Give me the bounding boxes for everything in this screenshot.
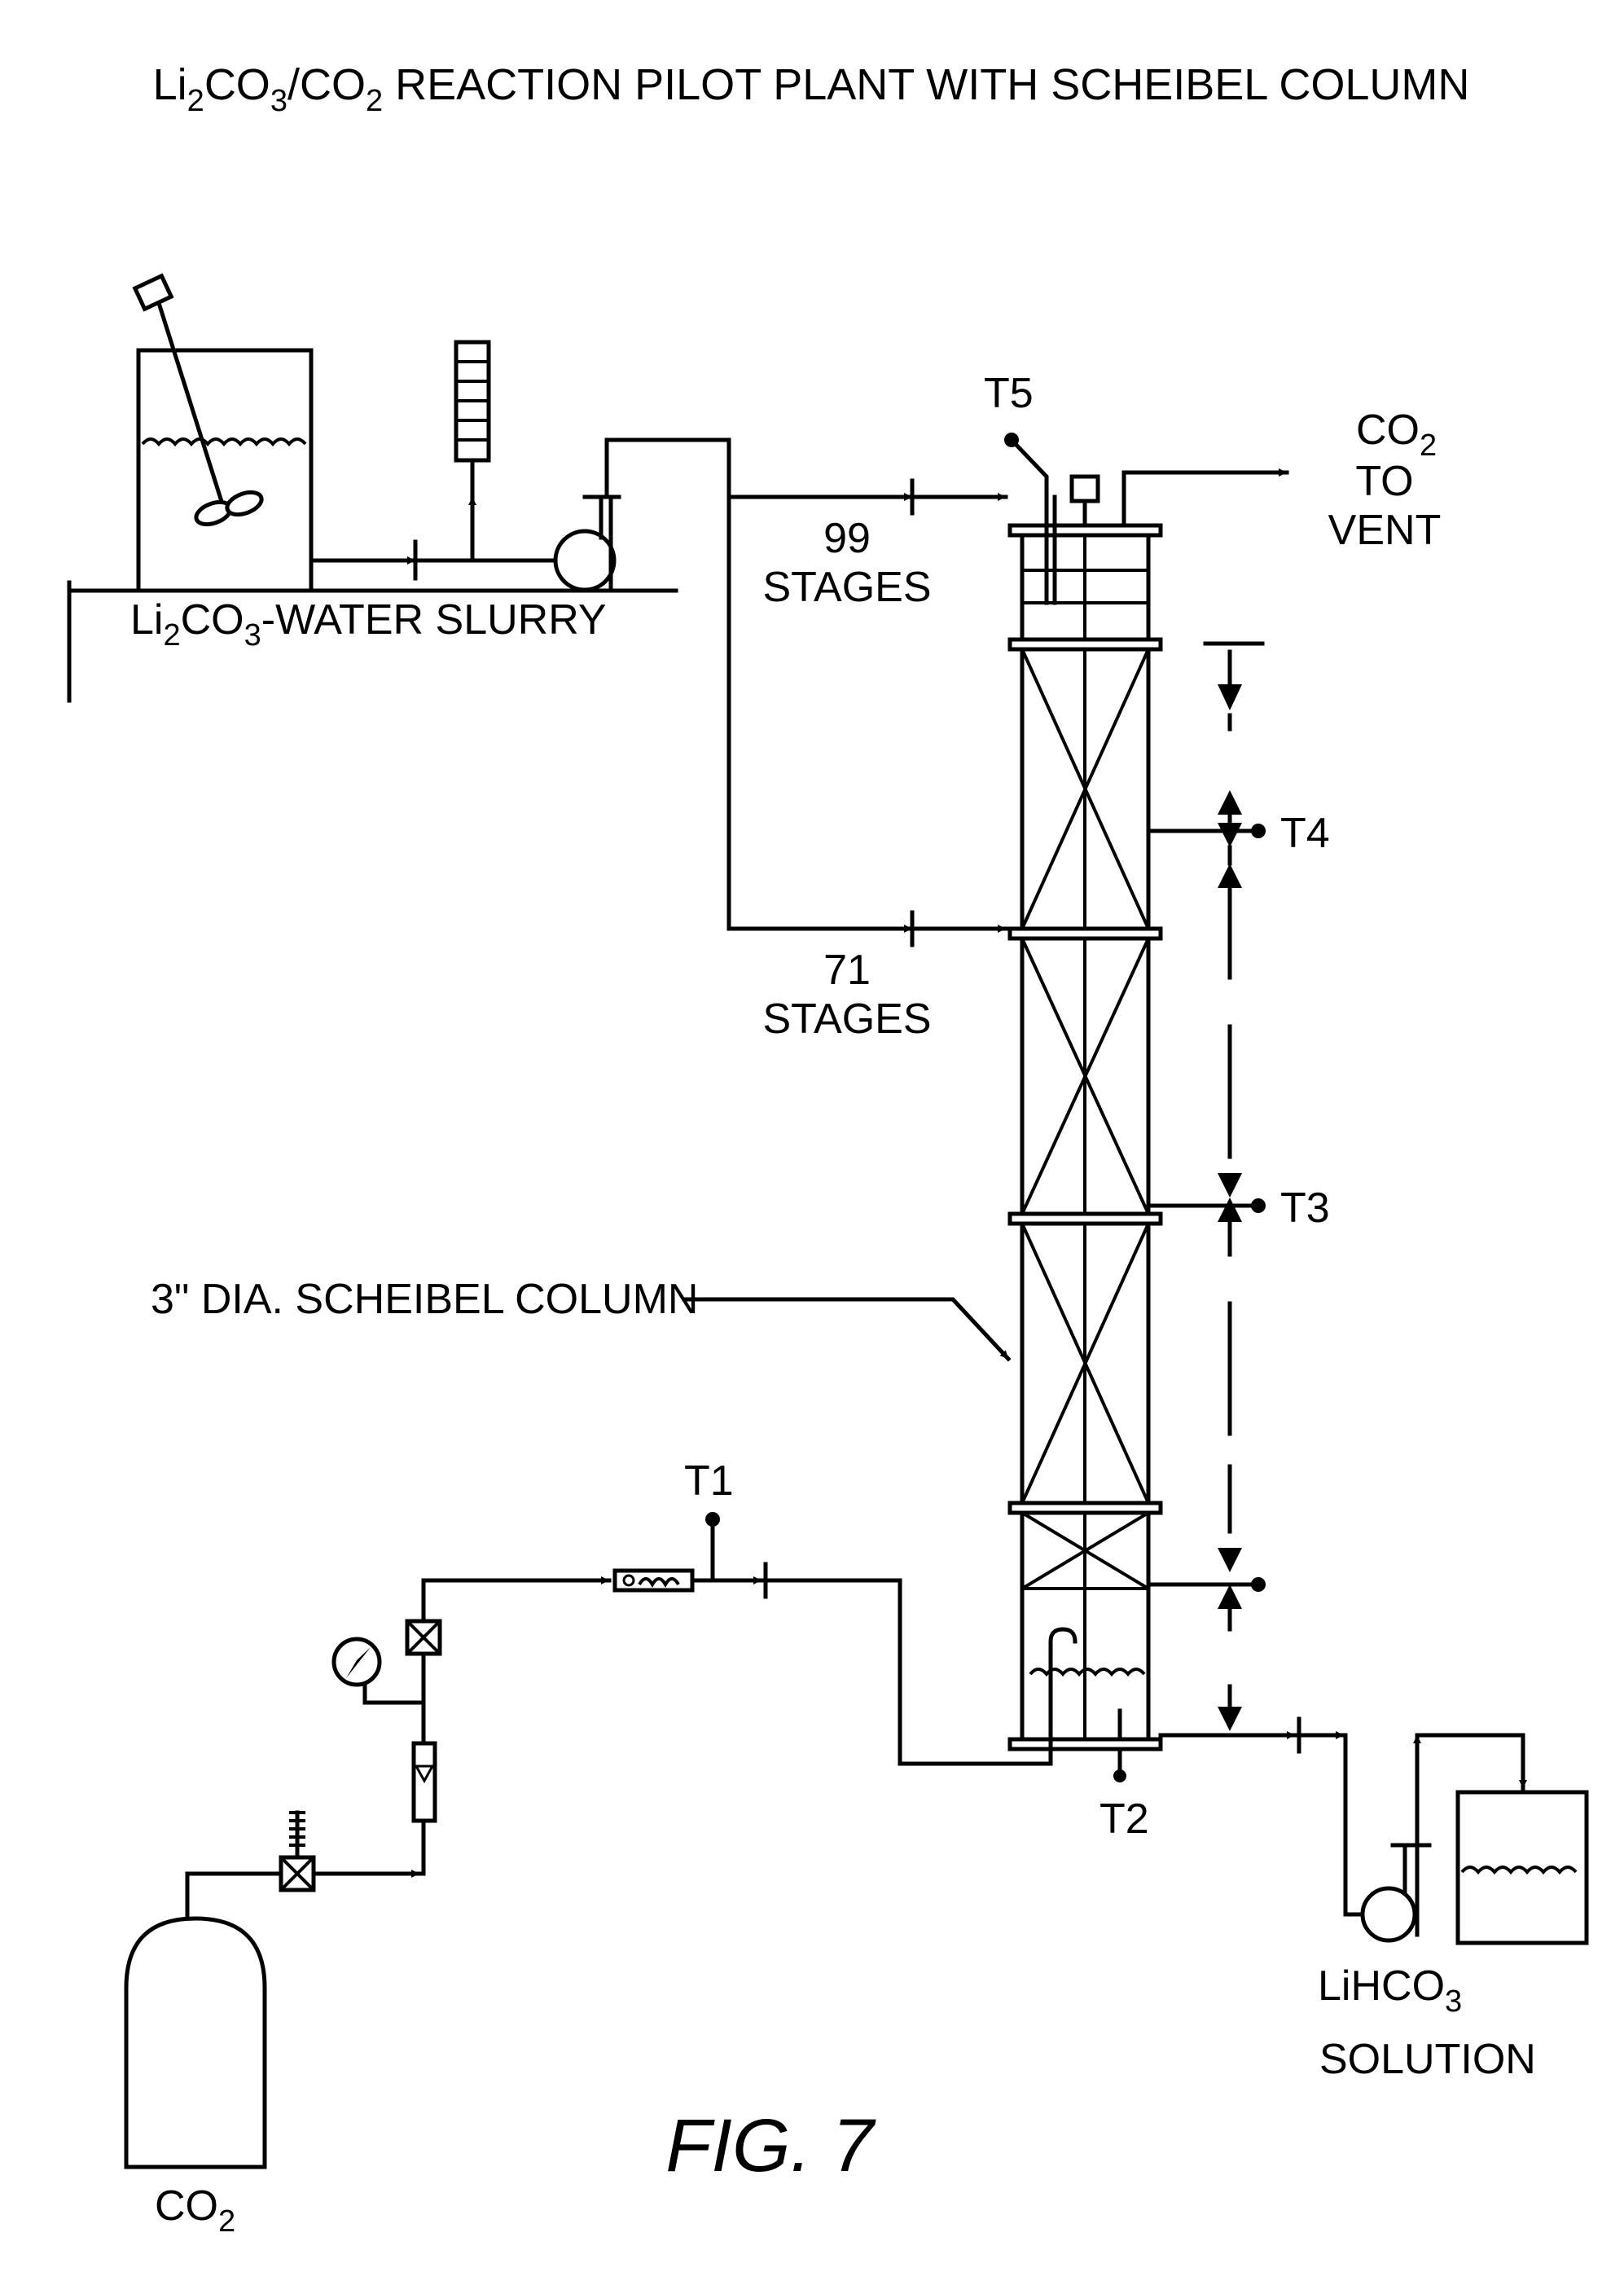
t1-label: T1 [684,1457,734,1505]
vent-vent-label: VENT [1328,507,1442,554]
gas-valve-icon [407,1621,440,1654]
slurry-label: Li2CO3-WATER SLURRY [130,596,607,653]
product-solution-label: SOLUTION [1319,2036,1536,2083]
t2-label: T2 [1099,1795,1149,1843]
product-label: LiHCO3 [1318,1962,1462,2019]
label-71-stages: STAGES [762,995,931,1043]
vent-co2-label: CO2 [1356,407,1437,463]
column-label: 3" DIA. SCHEIBEL COLUMN [151,1276,698,1323]
co2-cylinder [126,1874,281,2167]
agitator-icon [135,276,265,529]
product-outlet-line [1161,1719,1368,1914]
t5-label: T5 [984,370,1034,417]
t5-probe [1004,433,1047,603]
t4-label: T4 [1280,810,1330,857]
t3-probe [1148,1198,1266,1213]
slurry-tank [69,350,676,701]
label-71: 71 [823,947,871,994]
scheibel-column [1010,477,1161,1782]
cylinder-label: CO2 [155,2182,235,2239]
label-99: 99 [823,515,871,562]
slurry-feed-line [311,460,558,578]
rotameter-icon [414,1743,435,1821]
figure-label: FIG. 7 [665,2104,876,2187]
t3-label: T3 [1280,1184,1330,1232]
label-99-stages: STAGES [762,564,931,611]
flow-indicator-icon [456,342,489,460]
column-pointer-arrow [684,1299,1008,1359]
t4-probe [1148,824,1266,838]
flowmeter-icon [615,1571,692,1590]
stage-dimension-arrows [1205,644,1262,1731]
product-tank [1458,1792,1587,1943]
diagram-title: Li2CO3/CO2 REACTION PILOT PLANT WITH SCH… [153,60,1470,118]
feed-line-71-stages [880,912,1006,945]
cylinder-valve-icon [281,1813,314,1890]
feed-line-99-stages [729,481,1006,513]
t1-probe [705,1512,720,1580]
vent-to-label: TO [1355,458,1413,505]
slurry-pump-icon [555,440,880,929]
vent-line [1124,472,1287,525]
lower-probe [1148,1577,1266,1592]
